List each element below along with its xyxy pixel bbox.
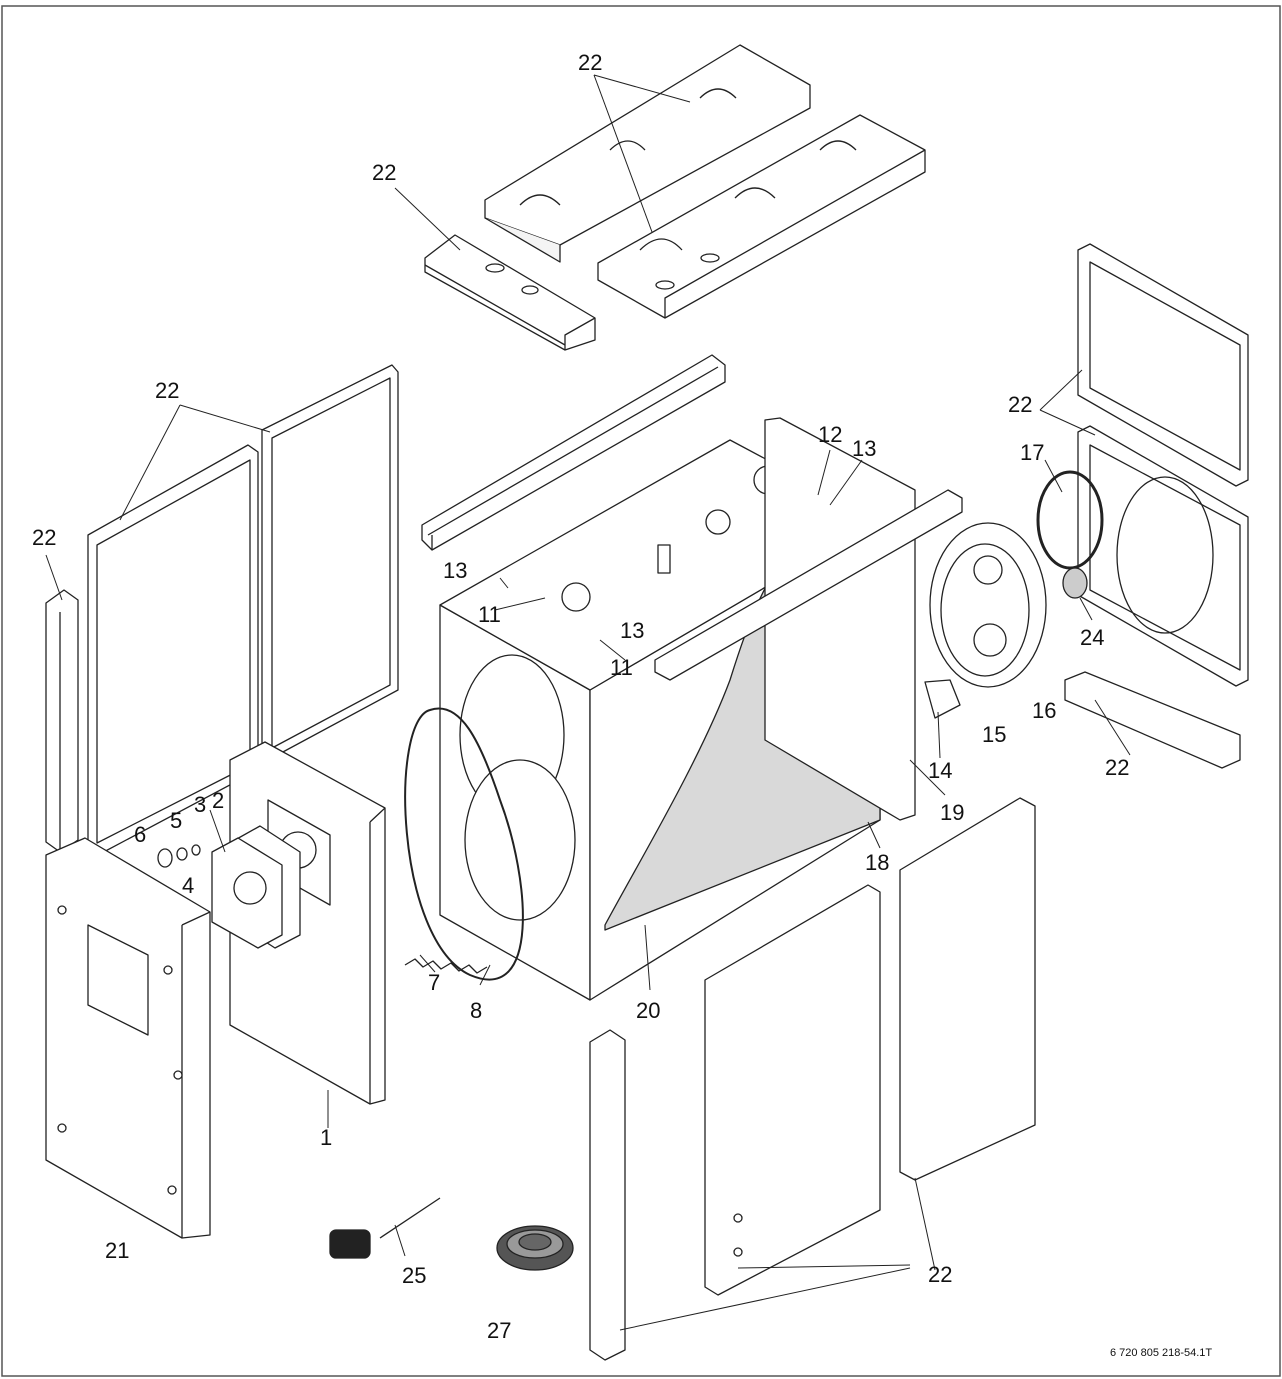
callout-27: 27	[487, 1318, 511, 1343]
front-top-rail	[654, 489, 963, 681]
callout-16: 16	[1032, 698, 1056, 723]
left-corner-strip	[45, 589, 79, 853]
callout-21: 21	[105, 1238, 129, 1263]
callout-labels: 22 22 22 22 22 22 22 2 3 5 6 4 1 21 7 8 …	[32, 50, 1212, 1359]
callout-14: 14	[928, 758, 952, 783]
small-parts	[157, 844, 201, 868]
callout-4: 4	[182, 873, 194, 898]
callout-22-right-frames: 22	[1008, 392, 1032, 417]
bracket	[924, 679, 961, 719]
callout-11-left: 11	[478, 602, 501, 627]
cleaning-brush	[329, 1197, 441, 1259]
left-side-frame-front	[87, 444, 259, 856]
left-side-frame-rear	[261, 364, 399, 761]
callout-2: 2	[212, 788, 224, 813]
rear-side-post	[764, 417, 916, 821]
callout-7: 7	[428, 970, 440, 995]
right-side-panel-rear	[899, 797, 1036, 1181]
callout-3: 3	[194, 792, 206, 817]
callout-22-left-frames: 22	[155, 378, 179, 403]
flange-plate	[211, 825, 301, 949]
callout-13-right: 13	[852, 436, 876, 461]
right-side-panel-front	[704, 884, 881, 1296]
turbulator-spring	[404, 958, 488, 974]
front-panel	[45, 837, 211, 1239]
diagram-border	[1, 5, 1281, 1377]
rear-flange-ring	[929, 522, 1047, 688]
right-rear-frame-upper	[1077, 243, 1249, 487]
document-id: 6 720 805 218-54.1T	[1110, 1347, 1212, 1359]
top-cover-panel-rear	[484, 44, 811, 263]
callout-22-left-strip: 22	[32, 525, 56, 550]
leader-lines	[45, 74, 1131, 1331]
callout-24: 24	[1080, 625, 1104, 650]
top-cover-panel-front	[597, 114, 926, 319]
callout-5: 5	[170, 808, 182, 833]
top-rail	[421, 354, 726, 551]
callout-22-bottom: 22	[928, 1262, 952, 1287]
callout-20: 20	[636, 998, 660, 1023]
callout-1: 1	[320, 1125, 332, 1150]
callout-13-mid: 13	[620, 618, 644, 643]
door-gasket	[404, 707, 524, 981]
callout-22-top: 22	[578, 50, 602, 75]
callout-22-top-left: 22	[372, 160, 396, 185]
right-bottom-rail	[1064, 671, 1241, 769]
front-corner-post	[589, 1029, 626, 1361]
callout-17: 17	[1020, 440, 1044, 465]
callout-22-right-rail: 22	[1105, 755, 1129, 780]
callout-11-mid: 11	[610, 655, 633, 680]
seal-ring	[1036, 470, 1104, 599]
callout-18: 18	[865, 850, 889, 875]
callout-19: 19	[940, 800, 964, 825]
rope-coil	[496, 1225, 574, 1271]
callout-12: 12	[818, 422, 842, 447]
top-small-panel	[424, 234, 596, 351]
callout-13-left: 13	[443, 558, 467, 583]
callout-6: 6	[134, 822, 146, 847]
callout-25: 25	[402, 1263, 426, 1288]
callout-8: 8	[470, 998, 482, 1023]
callout-15: 15	[982, 722, 1006, 747]
